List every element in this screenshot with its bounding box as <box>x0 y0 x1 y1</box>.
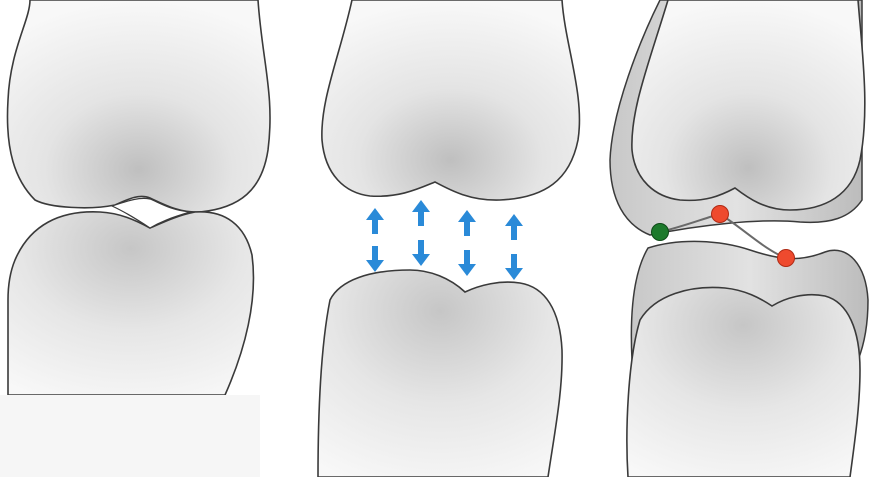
arrow-up-icon <box>458 210 476 236</box>
arrow-down-icon <box>412 240 430 266</box>
panel-distracted-joint <box>318 0 579 477</box>
arrow-pair-1 <box>366 208 384 272</box>
upper-bone <box>322 0 580 200</box>
upper-bone <box>632 0 865 210</box>
arrow-up-icon <box>366 208 384 234</box>
arrow-down-icon <box>366 246 384 272</box>
marker-red-icon <box>712 206 729 223</box>
arrow-pair-4 <box>505 214 523 280</box>
lower-bone <box>0 212 260 477</box>
arrow-up-icon <box>412 200 430 226</box>
arrow-pair-3 <box>458 210 476 276</box>
panel-capsule-joint <box>610 0 868 477</box>
arrow-pair-2 <box>412 200 430 266</box>
panel-normal-joint <box>0 0 270 477</box>
arrow-down-icon <box>458 250 476 276</box>
upper-bone <box>7 0 270 212</box>
distraction-arrows <box>366 200 523 280</box>
lower-bone <box>627 287 860 477</box>
marker-red-icon <box>778 250 795 267</box>
marker-green-icon <box>652 224 669 241</box>
arrow-up-icon <box>505 214 523 240</box>
arrow-down-icon <box>505 254 523 280</box>
lower-bone <box>318 270 562 477</box>
